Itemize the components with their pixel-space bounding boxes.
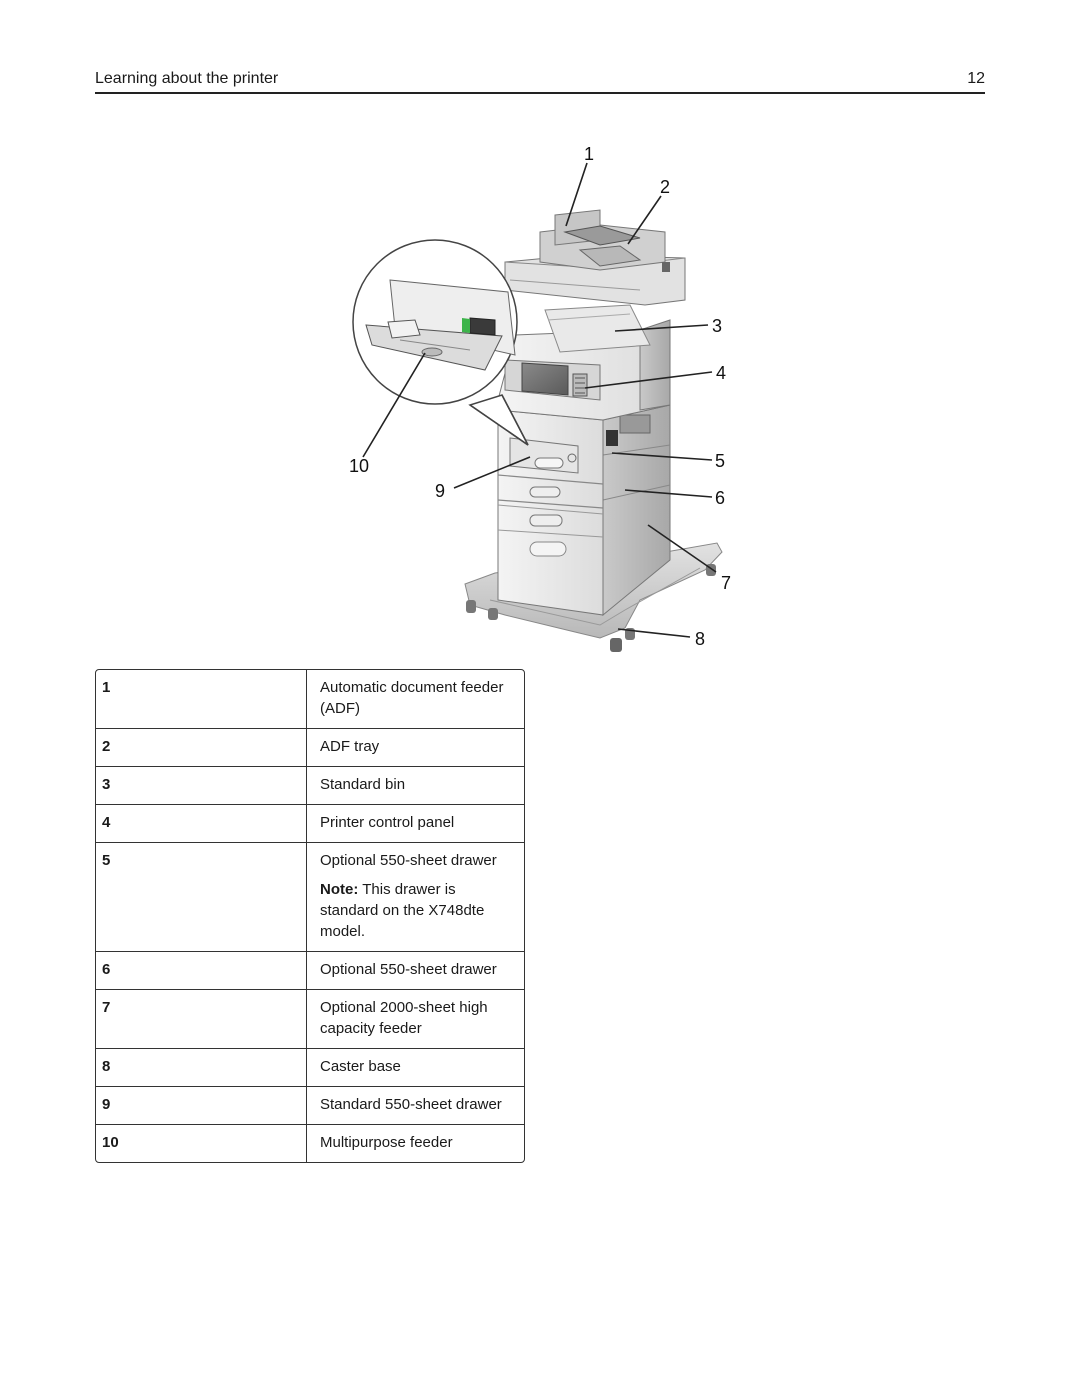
table-row: 9 Standard 550-sheet drawer — [96, 1087, 524, 1125]
table-row: 6 Optional 550-sheet drawer — [96, 952, 524, 990]
part-description: Multipurpose feeder — [320, 1134, 453, 1151]
note-text: This drawer is standard on the X748dte m… — [320, 881, 485, 940]
part-number: 10 — [96, 1125, 307, 1162]
table-row: 10 Multipurpose feeder — [96, 1125, 524, 1162]
table-row: 5 Optional 550-sheet drawer Note: This d… — [96, 843, 524, 952]
callout-2: 2 — [660, 177, 670, 197]
part-number: 6 — [96, 952, 307, 990]
part-description: ADF tray — [307, 729, 524, 767]
callout-6: 6 — [715, 488, 725, 508]
table-row: 2 ADF tray — [96, 729, 524, 767]
part-number: 5 — [96, 843, 307, 952]
part-description: Optional 550-sheet drawer — [307, 952, 524, 990]
table-row: 3 Standard bin — [96, 767, 524, 805]
callout-3: 3 — [712, 316, 722, 336]
part-description: Printer control panel — [307, 805, 524, 843]
leader-lines — [362, 162, 717, 638]
note: Note: This drawer is standard on the X74… — [320, 879, 518, 942]
part-number: 2 — [96, 729, 307, 767]
part-description: Automatic document feeder (ADF) — [307, 670, 524, 729]
printer-illustration: 1 2 3 4 5 6 7 8 9 10 — [349, 144, 731, 652]
part-description-with-note: Optional 550-sheet drawer Note: This dra… — [307, 843, 524, 952]
part-description: Standard 550-sheet drawer — [307, 1087, 524, 1125]
part-description: Optional 550-sheet drawer — [320, 852, 497, 869]
magnified-detail — [352, 239, 529, 446]
part-number: 1 — [96, 670, 307, 729]
callout-5: 5 — [715, 451, 725, 471]
callout-4: 4 — [716, 363, 726, 383]
part-description: Standard bin — [307, 767, 524, 805]
page-number: 12 — [967, 70, 985, 87]
callout-7: 7 — [721, 573, 731, 593]
callout-1: 1 — [584, 144, 594, 164]
part-number: 3 — [96, 767, 307, 805]
scanner-adf — [504, 209, 686, 306]
part-number: 9 — [96, 1087, 307, 1125]
part-number: 8 — [96, 1049, 307, 1087]
part-description: Optional 2000-sheet high capacity feeder — [307, 990, 524, 1049]
printer-front-drawers — [497, 409, 604, 616]
part-number: 4 — [96, 805, 307, 843]
part-description: Caster base — [307, 1049, 524, 1087]
note-label: Note: — [320, 881, 359, 898]
callout-10: 10 — [349, 456, 369, 476]
part-number: 7 — [96, 990, 307, 1049]
table-row: 7 Optional 2000-sheet high capacity feed… — [96, 990, 524, 1049]
section-title: Learning about the printer — [95, 70, 279, 87]
callout-8: 8 — [695, 629, 705, 649]
parts-legend-table: 1 Automatic document feeder (ADF) 2 ADF … — [95, 669, 525, 1163]
table-row: 8 Caster base — [96, 1049, 524, 1087]
callout-9: 9 — [435, 481, 445, 501]
table-row: 4 Printer control panel — [96, 805, 524, 843]
page-header: Learning about the printer 12 — [95, 70, 985, 94]
printer-body — [497, 304, 671, 421]
table-row: 1 Automatic document feeder (ADF) — [96, 670, 524, 729]
